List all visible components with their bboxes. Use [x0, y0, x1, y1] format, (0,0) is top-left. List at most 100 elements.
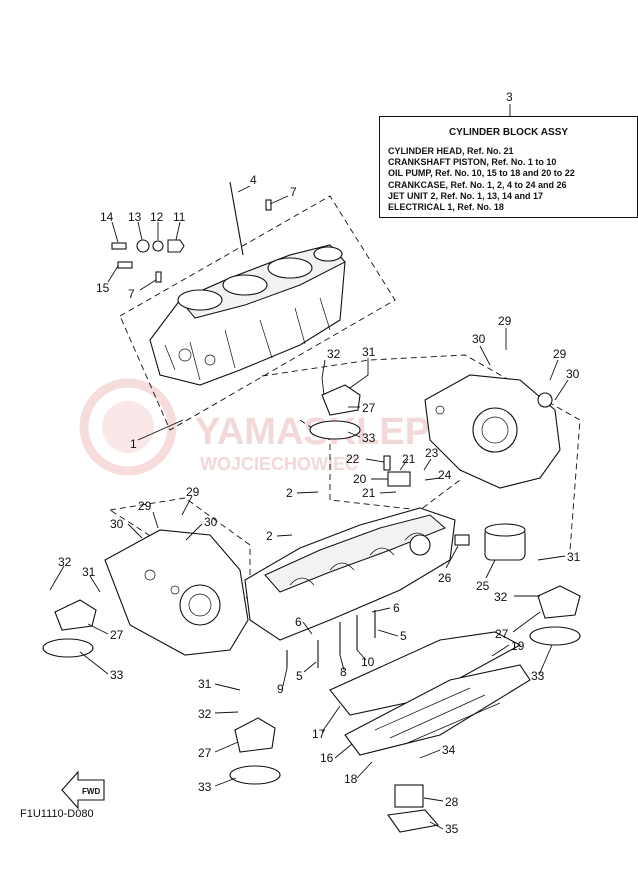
callout-31d: 31 — [198, 677, 212, 691]
leader-31a — [349, 358, 369, 389]
callout-31c: 31 — [567, 550, 581, 564]
leader-10 — [356, 649, 367, 661]
callout-29b: 29 — [553, 347, 567, 361]
callout-10: 10 — [361, 655, 375, 669]
callout-30c: 30 — [110, 517, 124, 531]
callout-labels: 3 4 7 14 13 12 11 15 7 1 32 31 27 33 30 … — [58, 90, 581, 836]
mount-right-lower — [537, 585, 581, 619]
leader-30c — [127, 523, 143, 539]
box-28 — [394, 784, 424, 808]
callout-26: 26 — [438, 571, 452, 585]
callout-31b: 31 — [82, 565, 96, 579]
callout-5b: 5 — [400, 629, 407, 643]
dowel-upper — [265, 199, 272, 211]
bore-3 — [267, 257, 313, 279]
fwd-arrow-shape — [61, 770, 105, 810]
crankcase-port — [409, 534, 431, 556]
block-ribs — [164, 297, 331, 381]
callout-32b: 32 — [58, 555, 72, 569]
leader-31b — [89, 575, 101, 593]
leader-14 — [111, 221, 119, 243]
leader-33c — [538, 644, 553, 676]
leader-6b — [371, 607, 391, 613]
plate-bottom — [229, 765, 281, 785]
leader-lines — [49, 104, 569, 830]
callout-11: 11 — [173, 210, 186, 224]
block-port-b — [204, 354, 216, 366]
callout-13: 13 — [128, 210, 142, 224]
crankcase-top — [264, 514, 446, 593]
crankcase-journals — [289, 532, 430, 586]
leader-32d — [214, 711, 239, 714]
right-cover-port — [537, 392, 553, 408]
bore-4 — [313, 246, 343, 262]
callout-20: 20 — [353, 472, 367, 486]
left-cover-boss — [179, 584, 221, 626]
oring-12 — [152, 240, 164, 252]
callout-28: 28 — [445, 795, 459, 809]
callout-34: 34 — [442, 743, 456, 757]
callout-7b: 7 — [128, 287, 135, 301]
callout-35: 35 — [445, 822, 459, 836]
callout-6b: 6 — [393, 601, 400, 615]
leader-2a — [296, 491, 319, 494]
diagram-code: F1U1110-D080 — [20, 808, 94, 820]
callout-27a: 27 — [362, 401, 376, 415]
callout-33b: 33 — [110, 668, 124, 682]
plate-35 — [387, 809, 440, 833]
leader-9 — [282, 667, 288, 687]
left-cover-boss-inner — [188, 593, 212, 617]
leader-32b — [49, 565, 65, 591]
leader-1 — [137, 419, 184, 441]
leader-21a — [399, 458, 409, 471]
callout-4: 4 — [250, 173, 257, 187]
leader-23 — [423, 458, 432, 471]
bolt-22 — [383, 455, 391, 471]
leader-30a — [479, 345, 491, 366]
leader-27d — [214, 741, 239, 753]
fitting-11 — [167, 239, 185, 253]
leader-33d — [214, 777, 237, 787]
assembly-line: JET UNIT 2, Ref. No. 1, 13, 14 and 17 — [388, 190, 544, 201]
assembly-line: OIL PUMP, Ref. No. 10, 15 to 18 and 20 t… — [388, 168, 575, 179]
leader-13 — [137, 221, 143, 241]
callout-30a: 30 — [472, 332, 486, 346]
assembly-box-title: CYLINDER BLOCK ASSY — [448, 127, 569, 138]
right-cover-boss-inner — [481, 416, 509, 444]
callout-3: 3 — [506, 90, 513, 104]
stud-and-dowels — [155, 181, 272, 283]
leader-33a — [347, 431, 361, 438]
assembly-line: CRANKSHAFT PISTON, Ref. No. 1 to 10 — [388, 157, 557, 168]
leader-22 — [365, 458, 385, 463]
callout-14: 14 — [100, 210, 114, 224]
callout-2a: 2 — [286, 486, 293, 500]
leader-19 — [491, 644, 510, 657]
right-cover-hole — [435, 405, 445, 415]
callout-22: 22 — [346, 452, 360, 466]
callout-8: 8 — [340, 665, 347, 679]
leader-29b — [549, 359, 559, 381]
callout-18: 18 — [344, 772, 358, 786]
watermark: YAMASKLEP WOJCIECHOWIEC — [79, 378, 430, 476]
callout-31a: 31 — [362, 345, 376, 359]
leader-25 — [485, 559, 496, 579]
plate-left — [42, 638, 94, 658]
oil-filter-parts — [383, 455, 526, 561]
mount-left — [54, 599, 97, 631]
gasket-17 — [329, 631, 522, 716]
callout-29d: 29 — [186, 485, 200, 499]
callout-7: 7 — [290, 185, 297, 199]
washer-13 — [136, 239, 150, 253]
callout-32a: 32 — [327, 347, 341, 361]
leader-15 — [107, 265, 119, 283]
leader-17 — [321, 705, 341, 733]
left-cover-hole-a — [144, 569, 156, 581]
leader-5b — [377, 629, 399, 637]
callout-9: 9 — [277, 682, 284, 696]
oil-pans — [329, 631, 531, 756]
callout-27c: 27 — [495, 627, 509, 641]
callout-6a: 6 — [295, 615, 302, 629]
callout-5a: 5 — [296, 669, 303, 683]
leader-2b — [276, 534, 293, 537]
callout-27d: 27 — [198, 746, 212, 760]
